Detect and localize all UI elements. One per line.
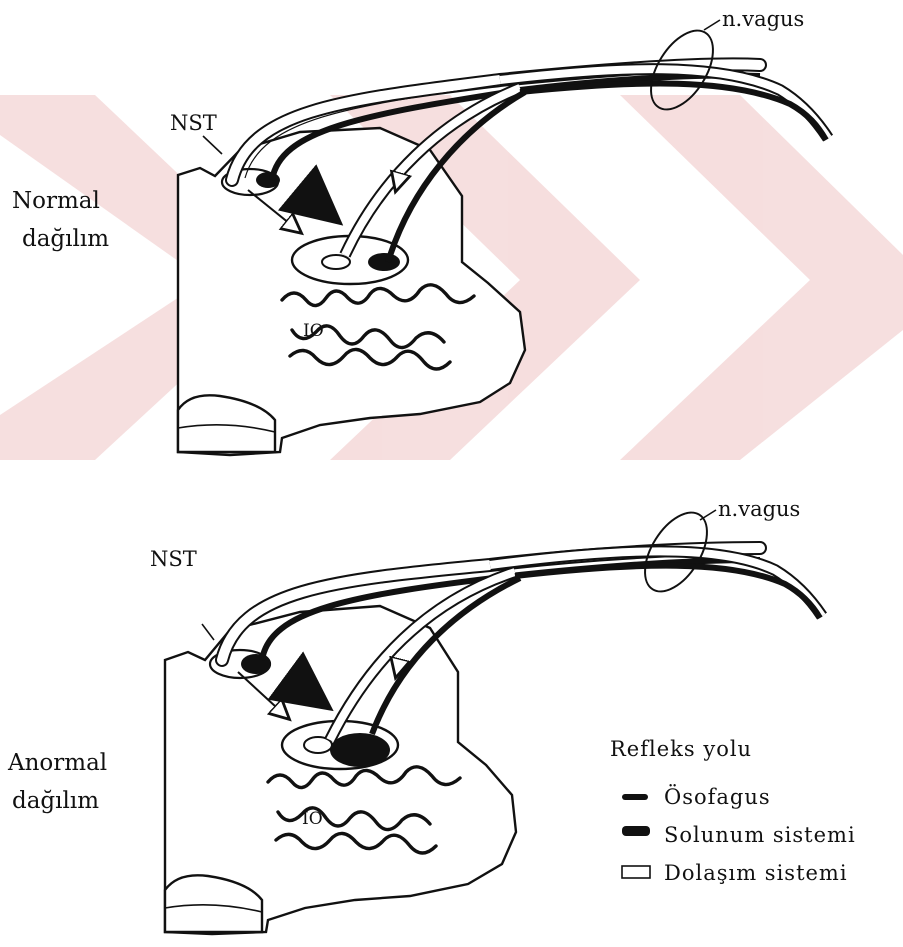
nucleus-label: IO [302,809,323,829]
side-label-line1: Normal [12,188,100,214]
respiration-target [330,733,390,767]
legend-swatch-thin-dark [622,794,648,800]
legend-swatch-outline [622,866,650,878]
legend: Refleks yolu Ösofagus Solunum sistemi Do… [610,737,856,885]
legend-swatch-solid-dark [622,826,650,836]
circulation-target [304,737,332,753]
legend-title: Refleks yolu [610,737,752,761]
respiration-target [368,253,400,271]
nst-label: NST [170,111,217,135]
side-label-line2: dağılım [12,788,99,814]
legend-item-label: Ösofagus [664,784,771,809]
circulation-target [322,255,350,269]
nst-label: NST [150,547,197,571]
legend-item-label: Dolaşım sistemi [664,861,848,885]
legend-item-label: Solunum sistemi [664,823,856,847]
nucleus-label: IO [303,321,324,341]
nerve-label: n.vagus [718,497,800,521]
nerve-label: n.vagus [722,7,804,31]
side-label-line1: Anormal [7,750,107,776]
side-label-line2: dağılım [22,226,109,252]
